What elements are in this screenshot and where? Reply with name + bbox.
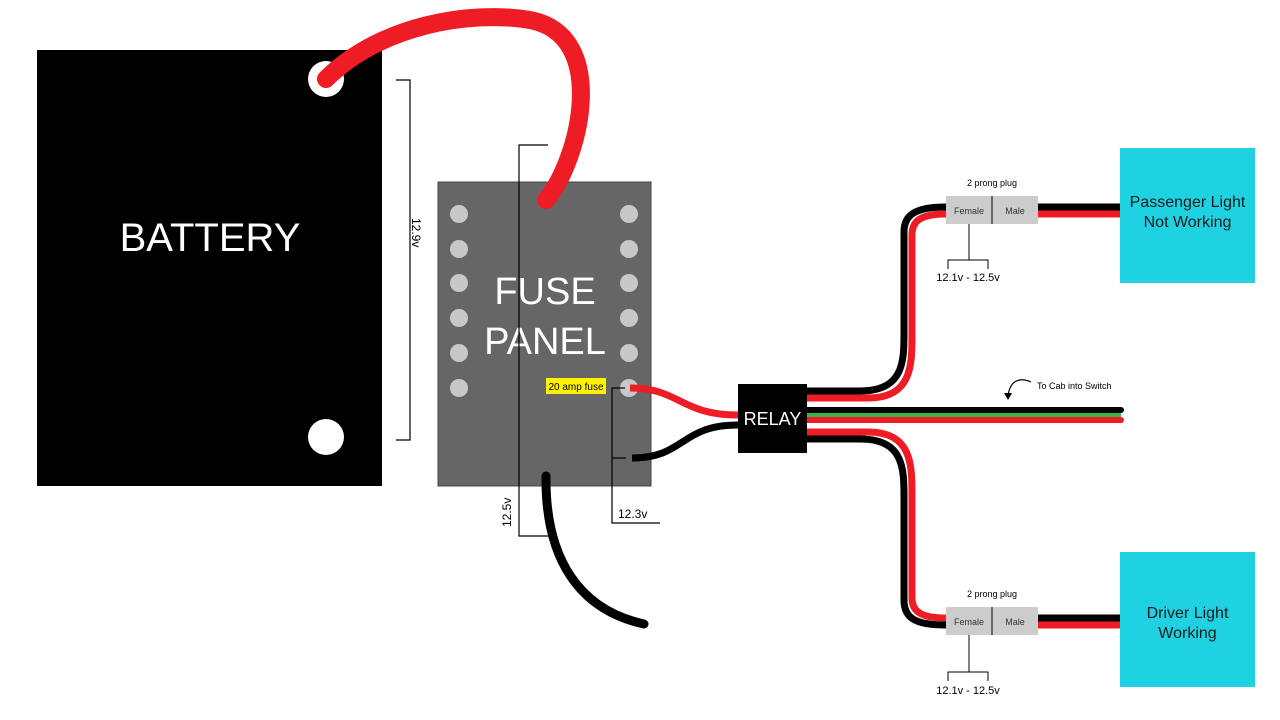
- fuse-output-voltage-measure: 12.3v: [611, 387, 660, 524]
- passenger-light: Passenger Light Not Working: [1120, 148, 1255, 283]
- battery-voltage-bracket: [396, 79, 411, 441]
- fuse-to-relay-red-wire: [629, 384, 739, 419]
- fuse-input-voltage-bracket: [518, 144, 548, 537]
- passenger-harness-red-wire: [806, 210, 947, 402]
- bottom-plug-female: [946, 607, 992, 635]
- fuse-slot: [450, 274, 468, 292]
- bottom-plug-title: 2 prong plug: [967, 589, 1017, 599]
- battery-label: BATTERY: [120, 216, 301, 260]
- top-plug-female-label: Female: [954, 206, 984, 216]
- fuse-input-voltage-measure: 12.5v: [500, 144, 548, 537]
- fuse-input-voltage-label: 12.5v: [500, 498, 514, 527]
- fuse-slot: [620, 274, 638, 292]
- top-plug-male: [992, 196, 1038, 224]
- top-plug: 2 prong plug Female Male 12.1v - 12.5v: [936, 178, 1038, 284]
- relay: RELAY: [738, 384, 807, 453]
- fuse-panel: FUSE PANEL 20 amp fuse: [437, 181, 652, 487]
- fuse-slot-20a: [620, 379, 638, 397]
- fuse-slot: [450, 205, 468, 223]
- fuse-slots-left: [450, 205, 468, 397]
- fuse-slot: [620, 205, 638, 223]
- fuse-panel-label-line2: PANEL: [484, 321, 606, 363]
- fuse-output-voltage-bracket: [611, 387, 660, 524]
- bottom-plug-male-label: Male: [1005, 617, 1025, 627]
- fuse-tag-background: [546, 378, 606, 394]
- fuse-panel-body: [437, 181, 652, 487]
- bottom-plug: 2 prong plug Female Male 12.1v - 12.5v: [936, 589, 1038, 697]
- fuse-slot: [620, 309, 638, 327]
- bottom-plug-voltage-base: [947, 671, 989, 681]
- fuse-slot: [620, 344, 638, 362]
- top-plug-voltage-label: 12.1v - 12.5v: [936, 272, 1000, 284]
- battery-positive-cable: [317, 8, 590, 209]
- driver-light: Driver Light Working: [1120, 552, 1255, 687]
- relay-label: RELAY: [744, 409, 802, 429]
- driver-light-label-line2: Working: [1158, 625, 1216, 642]
- passenger-light-label-line2: Not Working: [1144, 214, 1232, 231]
- driver-light-label-line1: Driver Light: [1147, 605, 1229, 622]
- top-plug-male-label: Male: [1005, 206, 1025, 216]
- battery-voltage-measure: 12.9v: [396, 79, 423, 441]
- battery-body: [37, 50, 382, 486]
- fuse-slot: [450, 344, 468, 362]
- passenger-light-label-line1: Passenger Light: [1130, 194, 1246, 211]
- cab-note-label: To Cab into Switch: [1037, 381, 1112, 391]
- curved-arrow-icon: [1007, 379, 1032, 397]
- cab-switch-wires: [803, 407, 1124, 423]
- top-plug-female: [946, 196, 992, 224]
- relay-body: [738, 384, 807, 453]
- fuse-panel-label-line1: FUSE: [494, 271, 595, 313]
- passenger-light-box: [1120, 148, 1255, 283]
- fuse-to-relay-black-wire: [631, 421, 739, 462]
- ground-cable: [541, 471, 649, 629]
- driver-light-box: [1120, 552, 1255, 687]
- fuse-slot: [450, 379, 468, 397]
- bottom-plug-female-label: Female: [954, 617, 984, 627]
- battery-voltage-label: 12.9v: [409, 218, 423, 247]
- bottom-plug-voltage-label: 12.1v - 12.5v: [936, 685, 1000, 697]
- battery-negative-terminal: [308, 419, 344, 455]
- arrow-head-icon: [1004, 393, 1012, 400]
- top-plug-title: 2 prong plug: [967, 178, 1017, 188]
- driver-harness-red-wire: [806, 428, 947, 622]
- driver-harness-black-wire: [806, 435, 947, 629]
- passenger-harness: [806, 203, 1120, 402]
- passenger-harness-black-wire: [806, 203, 947, 395]
- fuse-slot: [450, 240, 468, 258]
- driver-harness: [806, 428, 1120, 629]
- fuse-output-voltage-label: 12.3v: [618, 507, 647, 521]
- fuse-slots-right: [620, 205, 638, 397]
- cab-note: To Cab into Switch: [1004, 379, 1112, 400]
- bottom-plug-male: [992, 607, 1038, 635]
- fuse-slot: [450, 309, 468, 327]
- battery: BATTERY: [37, 50, 382, 486]
- top-plug-voltage-base: [947, 259, 989, 269]
- fuse-tag-label: 20 amp fuse: [548, 382, 603, 393]
- fuse-slot: [620, 240, 638, 258]
